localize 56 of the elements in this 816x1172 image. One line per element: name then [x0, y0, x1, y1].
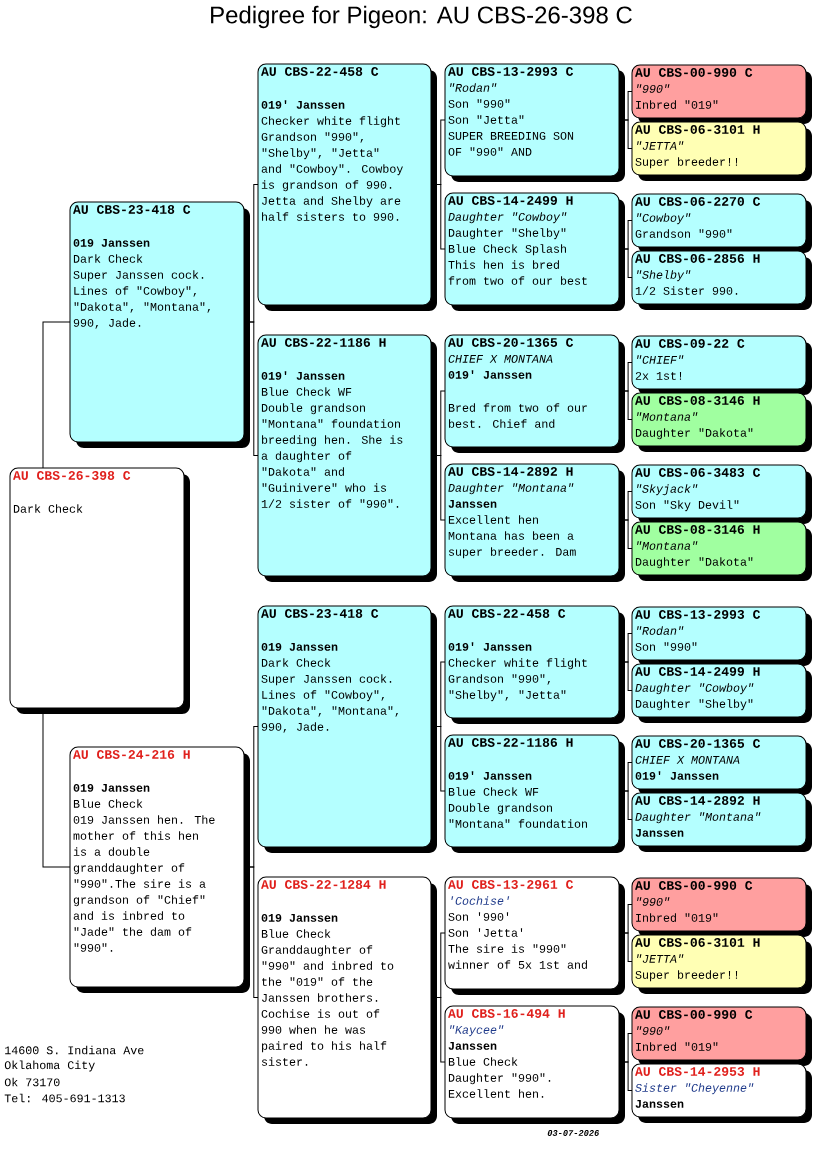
- connector-line: [624, 220, 633, 250]
- pedigree-card: AU CBS-08-3146 H "Montana" Daughter "Dakota": [631, 392, 812, 452]
- pedigree-card: AU CBS-06-3101 H "JETTA" Super breeder!!: [631, 121, 812, 181]
- address-line: 14600 S. Indiana Ave: [5, 1045, 144, 1055]
- connector-line: [624, 519, 633, 549]
- connector-line: [624, 1061, 633, 1091]
- pedigree-card: AU CBS-08-3146 H "Montana" Daughter "Dakota": [631, 521, 812, 581]
- pedigree-card: AU CBS-00-990 C "990" Inbred "019": [631, 1006, 812, 1066]
- pedigree-card: AU CBS-24-216 H 019 Janssen Blue Check 019 Janssen hen. The mother of this hen is a double granddaughter of "990".The sire is a grandson of "Chief" and is inbred to "Jade" the dam of "990".: [69, 746, 250, 993]
- pedigree-card: AU CBS-14-2892 H Daughter "Montana" Janssen Excellent hen Montana has been a super breeder. Dam: [444, 463, 625, 582]
- connector-line: [249, 866, 259, 998]
- pedigree-card: AU CBS-14-2892 H Daughter "Montana" Janssen: [631, 792, 812, 852]
- connector-line: [42, 321, 71, 469]
- connector-line: [624, 390, 633, 420]
- pedigree-card: AU CBS-22-1186 H 019' Janssen Blue Check WF Double grandson "Montana" foundation: [444, 734, 625, 853]
- connector-line: [624, 904, 633, 934]
- pedigree-card: AU CBS-06-2270 C "Cowboy" Grandson "990": [631, 193, 812, 253]
- pedigree-card: AU CBS-13-2961 C 'Cochise' Son '990' Son 'Jetta' The sire is "990" winner of 5x 1st and: [444, 876, 625, 995]
- pedigree-card: AU CBS-14-2953 H Sister "Cheyenne" Janssen: [631, 1063, 812, 1123]
- connector-line: [624, 661, 633, 691]
- connector-line: [624, 248, 633, 278]
- pedigree-card: AU CBS-22-458 C 019' Janssen Checker white flight Grandson "990", "Shelby", "Jetta": [444, 605, 625, 724]
- title: Pedigree for Pigeon: AU CBS-26-398 C: [211, 5, 632, 29]
- pedigree-card: AU CBS-14-2499 H Daughter "Cowboy" Daughter "Shelby" Blue Check Splash This hen is bred from two of our best: [444, 192, 625, 311]
- connector-line: [42, 713, 71, 868]
- connector-line: [624, 362, 633, 392]
- pedigree-card: AU CBS-26-398 C Dark Check: [9, 467, 190, 714]
- connector-line: [624, 762, 633, 792]
- connector-line: [624, 119, 633, 149]
- pedigree-card: AU CBS-22-458 C 019' Janssen Checker white flight Grandson "990", "Shelby", "Jetta" and "Cowboy". Cowboy is grandson of 990. Jetta and Shelby are half sisters to 990.: [257, 63, 437, 311]
- connector-line: [624, 1033, 633, 1063]
- pedigree-card: AU CBS-14-2499 H Daughter "Cowboy" Daughter "Shelby": [631, 663, 812, 723]
- pedigree-card: AU CBS-06-3483 C "Skyjack" Son "Sky Devil": [631, 464, 812, 524]
- pedigree-card: AU CBS-13-2993 C "Rodan" Son "990": [631, 606, 812, 666]
- pedigree-card: AU CBS-22-1284 H 019 Janssen Blue Check Granddaughter of "990" and inbred to the "019" of the Janssen brothers. Cochise is out of 990 when he was paired to his half sister.: [257, 876, 437, 1124]
- connector-line: [624, 633, 633, 663]
- connector-line: [249, 321, 259, 456]
- pedigree-card: AU CBS-16-494 H "Kaycee" Janssen Blue Check Daughter "990". Excellent hen.: [444, 1005, 625, 1124]
- pedigree-card: AU CBS-23-418 C 019 Janssen Dark Check Super Janssen cock. Lines of "Cowboy", "Dakota", "Montana", 990, Jade.: [69, 201, 250, 448]
- address-line: Oklahoma City: [4, 1060, 95, 1072]
- address-line: Ok 73170: [4, 1077, 60, 1087]
- pedigree-card: AU CBS-22-1186 H 019' Janssen Blue Check WF Double grandson "Montana" foundation breeding hen. She is a daughter of "Dakota" and "Guinivere" who is 1/2 sister of "990".: [257, 334, 437, 582]
- pedigree-card: AU CBS-20-1365 C CHIEF X MONTANA 019' Janssen: [631, 735, 812, 795]
- connector-line: [624, 491, 633, 521]
- pedigree-card: AU CBS-00-990 C "990" Inbred "019": [631, 877, 812, 937]
- connector-line: [624, 91, 633, 121]
- pedigree-card: AU CBS-13-2993 C "Rodan" Son "990" Son "Jetta" SUPER BREEDING SON OF "990" AND: [444, 63, 625, 182]
- pedigree-card: AU CBS-09-22 C "CHIEF" 2x 1st!: [631, 335, 812, 395]
- pedigree-card: AU CBS-23-418 C 019 Janssen Dark Check Super Janssen cock. Lines of "Cowboy", "Dakota", "Montana", 990, Jade.: [257, 605, 437, 853]
- pedigree-card: AU CBS-06-3101 H "JETTA" Super breeder!!: [631, 934, 812, 994]
- pedigree-card: AU CBS-00-990 C "990" Inbred "019": [631, 64, 812, 124]
- pedigree-card: AU CBS-20-1365 C CHIEF X MONTANA 019' Janssen Bred from two of our best. Chief and: [444, 334, 625, 453]
- phone-number: Tel: 405-691-1313: [4, 1093, 125, 1103]
- pedigree-card: AU CBS-06-2856 H "Shelby" 1/2 Sister 990.: [631, 250, 812, 310]
- connector-line: [624, 932, 633, 962]
- connector-line: [624, 790, 633, 820]
